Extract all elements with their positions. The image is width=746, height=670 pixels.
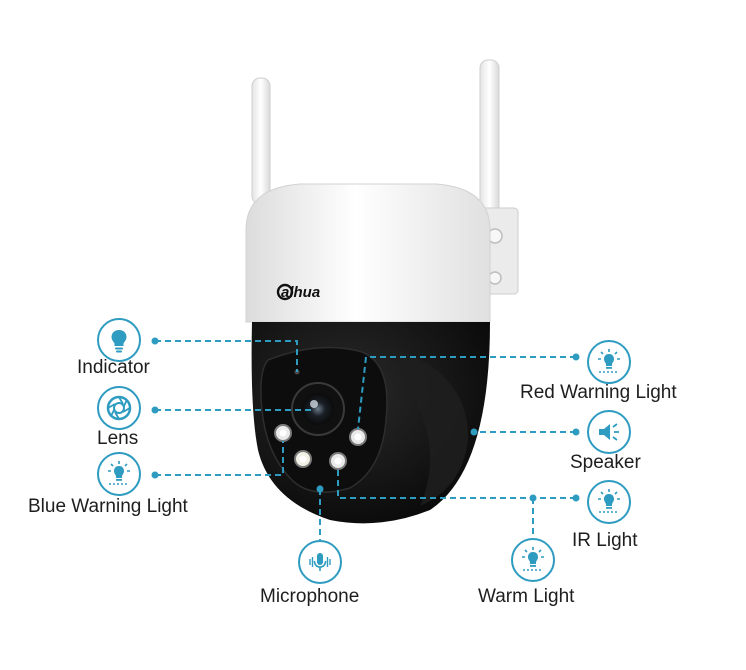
blue-warning-light-label: Blue Warning Light (28, 496, 188, 517)
speaker-label: Speaker (570, 452, 641, 473)
blue-warning-light-badge (97, 452, 141, 496)
leader-blue-warning-light (155, 441, 284, 476)
led-blue (274, 424, 292, 442)
red-warning-light-label: Red Warning Light (520, 382, 677, 403)
leader-indicator (155, 340, 298, 372)
camera-top-housing (245, 183, 491, 323)
led-red (349, 428, 367, 446)
speaker-badge (587, 410, 631, 454)
microphone-badge (298, 540, 342, 584)
light-icon (522, 547, 544, 571)
warm-light-label: Warm Light (478, 586, 575, 607)
camera-dome-body (251, 322, 490, 524)
microphone-icon (309, 553, 331, 571)
leader-lines (155, 340, 576, 540)
light-icon (598, 349, 620, 373)
led-ir (329, 452, 347, 470)
camera-lens (291, 382, 345, 436)
indicator-label: Indicator (77, 357, 150, 378)
warm-light-badge (511, 538, 555, 582)
brand-logo-text: alhua (281, 284, 320, 301)
speaker-icon (599, 423, 619, 441)
red-warning-light-badge (587, 340, 631, 384)
led-warm (294, 450, 312, 468)
leader-red-warning-light (357, 356, 576, 430)
lens-badge (97, 386, 141, 430)
brand-logo: alhua (276, 283, 320, 301)
aperture-icon (106, 395, 132, 421)
ir-light-badge (587, 480, 631, 524)
microphone-label: Microphone (260, 586, 360, 607)
leader-dots (151, 337, 580, 502)
light-icon (108, 461, 130, 485)
lens-label: Lens (97, 428, 139, 449)
ir-light-label: IR Light (572, 530, 638, 551)
indicator-badge (97, 318, 141, 362)
antenna-left (251, 77, 271, 205)
bulb-icon (111, 330, 127, 353)
light-icon (598, 489, 620, 513)
